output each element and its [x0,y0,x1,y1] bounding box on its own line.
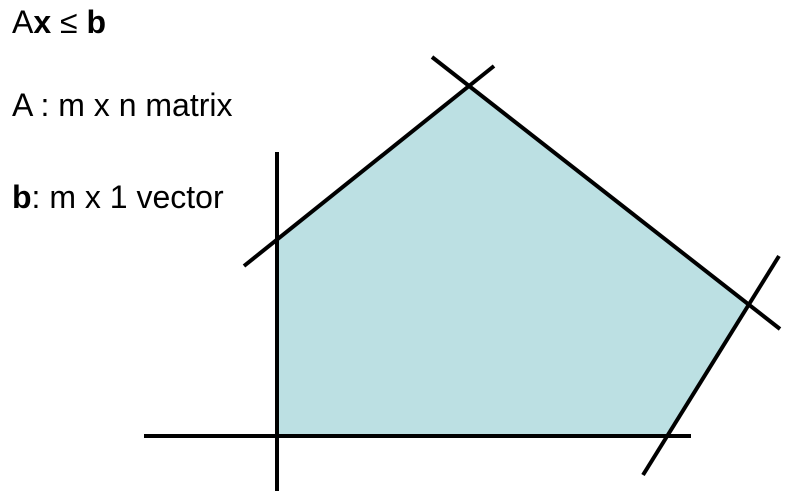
constraint-line-upper-left [242,64,496,268]
vector-b-symbol: b [86,4,107,40]
vector-x-symbol: x [33,4,52,40]
feasible-region [277,86,748,436]
leq-symbol: ≤ [51,4,87,40]
matrix-definition: A : m x n matrix [12,87,233,123]
constraint-line-right [641,254,781,477]
vector-b-bold: b [12,179,32,215]
inequality-label: Ax ≤ b [12,4,106,40]
vector-definition: b: m x 1 vector [12,179,224,215]
constraint-line-upper-right [430,55,782,331]
matrix-a-symbol: A [12,4,34,40]
vector-definition-rest: : m x 1 vector [31,179,224,215]
